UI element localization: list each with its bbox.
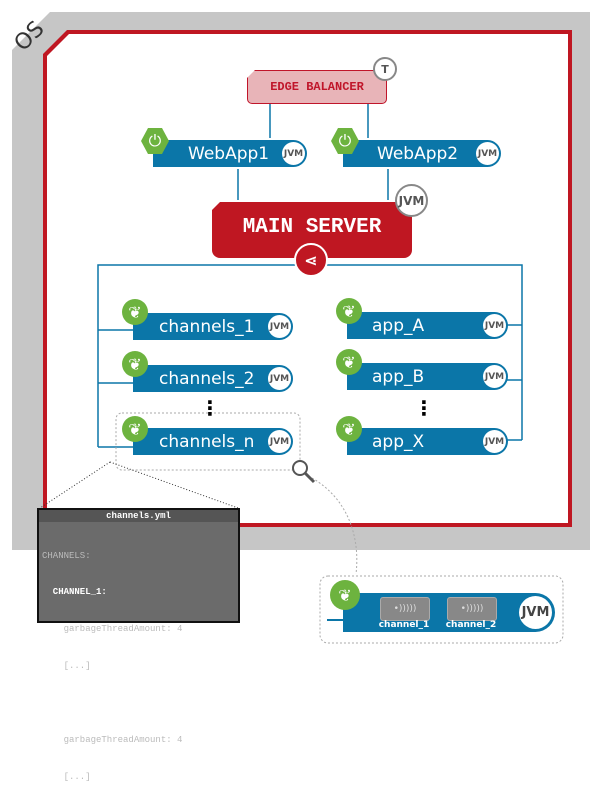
channel-2-chip: •))))) <box>447 597 497 621</box>
ellipsis-apps: ⋮ <box>414 396 434 420</box>
channels-1-label: channels_1 <box>159 316 255 337</box>
jvm-badge: JVM <box>483 430 506 453</box>
webapp1: WebApp1 JVM <box>153 140 307 167</box>
yml-title: channels.yml <box>39 510 238 522</box>
spring-leaf-icon: ❦ <box>336 349 362 375</box>
jvm-badge: JVM <box>268 430 291 453</box>
yml-line: CHANNEL_2: <box>42 698 107 709</box>
spring-leaf-icon: ❦ <box>122 416 148 442</box>
port-icon <box>327 619 343 621</box>
edge-balancer-label: EDGE BALANCER <box>270 80 364 94</box>
share-icon: ⋖ <box>294 243 328 277</box>
yml-line: CHANNELS: <box>42 550 91 561</box>
channels-n-label: channels_n <box>159 431 255 452</box>
magnifier-icon <box>292 460 316 484</box>
spring-leaf-icon: ❦ <box>122 299 148 325</box>
yml-popup: channels.yml CHANNELS: CHANNEL_1: garbag… <box>37 508 240 782</box>
app-x-label: app_X <box>372 431 425 452</box>
channels-1: channels_1 JVM <box>133 313 293 340</box>
yml-line: [...] <box>42 661 91 672</box>
app-a: app_A JVM <box>347 312 508 339</box>
main-server-label: MAIN SERVER <box>242 215 382 239</box>
app-b-label: app_B <box>372 366 425 387</box>
channels-2-label: channels_2 <box>159 368 255 389</box>
jvm-badge: JVM <box>483 365 506 388</box>
yml-line: CHANNEL_1: <box>42 587 107 598</box>
spring-leaf-icon: ❦ <box>330 580 360 610</box>
jvm-badge: JVM <box>268 315 291 338</box>
channel-2-label: channel_2 <box>445 620 497 630</box>
channel-1-chip: •))))) <box>380 597 430 621</box>
jvm-badge: JVM <box>395 184 428 217</box>
webapp2-label: WebApp2 <box>377 143 459 164</box>
channel-1-label: channel_1 <box>378 620 430 630</box>
app-a-label: app_A <box>372 315 425 336</box>
channels-detail: JVM •))))) channel_1 •))))) channel_2 <box>343 593 555 632</box>
jvm-badge: JVM <box>282 142 305 165</box>
yml-line: garbageThreadAmount: 4 <box>42 624 183 635</box>
jvm-badge: JVM <box>476 142 499 165</box>
channels-n: channels_n JVM <box>133 428 293 455</box>
yml-line: [...] <box>42 771 91 782</box>
webapp2: WebApp2 JVM <box>343 140 501 167</box>
spring-boot-power-icon: ⏻ <box>141 128 169 154</box>
webapp1-label: WebApp1 <box>188 143 270 164</box>
app-b: app_B JVM <box>347 363 508 390</box>
spring-leaf-icon: ❦ <box>122 351 148 377</box>
app-x: app_X JVM <box>347 428 508 455</box>
jvm-badge: JVM <box>519 596 552 629</box>
jvm-badge: JVM <box>483 314 506 337</box>
ellipsis-channels: ⋮ <box>200 396 220 420</box>
yml-line: garbageThreadAmount: 4 <box>42 735 183 746</box>
spring-leaf-icon: ❦ <box>336 298 362 324</box>
tomcat-badge: T <box>373 57 397 81</box>
channels-2: channels_2 JVM <box>133 365 293 392</box>
jvm-badge: JVM <box>268 367 291 390</box>
spring-leaf-icon: ❦ <box>336 416 362 442</box>
edge-balancer: EDGE BALANCER <box>247 70 387 104</box>
